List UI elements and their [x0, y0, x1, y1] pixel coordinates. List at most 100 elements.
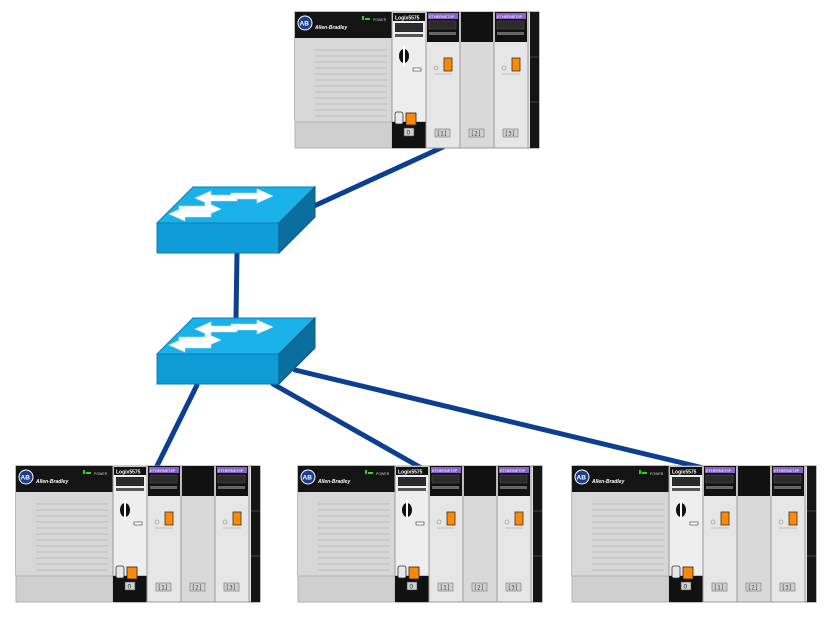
- module-display: [773, 474, 802, 484]
- keyswitch-slot: [406, 500, 408, 520]
- controller-module: Logix5575 0: [391, 11, 427, 148]
- battery-icon: [126, 566, 138, 580]
- power-led-bar: [368, 472, 373, 474]
- controller-name: Logix5575: [672, 470, 697, 476]
- display-segments: [398, 477, 426, 486]
- ethernet-tag: [431, 467, 461, 473]
- switch-side-face: [278, 185, 316, 255]
- power-supply-footer: [294, 121, 393, 149]
- power-supply-footer: [15, 575, 114, 603]
- arrow-left-icon: [194, 321, 238, 337]
- power-supply-footer: [297, 575, 396, 603]
- io-module-slot-1[interactable]: ETHERNET/IP[1]: [425, 11, 461, 149]
- io-module-slot-2[interactable]: [2]: [736, 465, 772, 603]
- controller-module: Logix5575 0: [112, 465, 148, 602]
- sd-card-icon: [671, 565, 681, 579]
- battery-icon: [408, 566, 420, 580]
- arrow-left-icon: [194, 190, 238, 206]
- io-module-slot-2[interactable]: [2]: [462, 465, 498, 603]
- ethernet-tag: [773, 467, 803, 473]
- battery-icon: [682, 566, 694, 580]
- slot-label: [3]: [505, 131, 516, 138]
- controller-name: Logix5575: [395, 16, 420, 22]
- slot-0-badge: [403, 127, 415, 137]
- module-leds: [150, 486, 177, 489]
- io-module-slot-3[interactable]: ETHERNET/IP[3]: [770, 465, 806, 603]
- module-header: [461, 12, 493, 42]
- brand-logo-text: AB: [577, 475, 587, 482]
- io-module-slot-2[interactable]: [2]: [180, 465, 216, 603]
- controller-name: Logix5575: [116, 470, 141, 476]
- slot-label: [2]: [474, 585, 485, 592]
- io-module-slot-3[interactable]: ETHERNET/IP[3]: [496, 465, 532, 603]
- end-cap: [533, 466, 542, 602]
- ethernet-port-icon: [511, 57, 521, 72]
- power-label: POWER: [373, 18, 387, 22]
- io-module-slot-1[interactable]: ETHERNET/IP[1]: [702, 465, 738, 603]
- io-module-slot-2[interactable]: [2]: [459, 11, 495, 149]
- ethernet-tag: [496, 13, 526, 19]
- ethernet-port-icon: [720, 511, 730, 526]
- module-leds: [500, 486, 527, 489]
- slot-0-label: 0: [128, 584, 132, 591]
- module-display: [431, 474, 460, 484]
- module-tag: ETHERNET/IP: [497, 15, 523, 19]
- switch-side-face: [278, 316, 316, 386]
- keyswitch-slot: [124, 500, 126, 520]
- slot-badge: [745, 582, 762, 592]
- power-led-icon: [362, 16, 364, 20]
- slot-0-label: 0: [407, 130, 411, 137]
- brand-name: Allen-Bradley: [317, 479, 350, 485]
- module-tag: ETHERNET/IP: [429, 15, 455, 19]
- network-switch-icon: [168, 188, 274, 222]
- io-module-slot-1[interactable]: ETHERNET/IP[1]: [428, 465, 464, 603]
- status-leds: [395, 34, 423, 37]
- slot-badge: [437, 582, 454, 592]
- ethernet-port-icon: [514, 511, 524, 526]
- ethernet-tag: [428, 13, 458, 19]
- ethernet-tag: [149, 467, 179, 473]
- arrow-left-icon: [168, 206, 212, 222]
- ethernet-port-icon: [164, 511, 174, 526]
- module-display: [496, 20, 525, 30]
- slot-0-badge: [406, 581, 418, 591]
- module-leds: [429, 32, 456, 35]
- port-icon: [415, 521, 425, 526]
- ethernet-port-icon: [446, 511, 456, 526]
- ethernet-port-icon: [443, 57, 453, 72]
- lower-switch[interactable]: [155, 316, 317, 386]
- allen-bradley-logo: [300, 469, 316, 485]
- slot-badge: [155, 582, 172, 592]
- brand-name: Allen-Bradley: [35, 479, 68, 485]
- module-display: [705, 474, 734, 484]
- slot-0-badge: [124, 581, 136, 591]
- slot-badge: [189, 582, 206, 592]
- switch-layer: [155, 185, 317, 386]
- allen-bradley-logo: [574, 469, 590, 485]
- end-cap: [807, 466, 816, 602]
- module-display: [217, 474, 246, 484]
- network-link: [292, 367, 715, 473]
- controller-name-plate: [670, 467, 702, 475]
- slot-badge: [505, 582, 522, 592]
- ethernet-tag: [499, 467, 529, 473]
- slot-badge: [471, 582, 488, 592]
- upper-switch[interactable]: [155, 185, 317, 255]
- status-indicator-icon: [436, 519, 442, 525]
- sd-card-icon: [394, 111, 404, 125]
- io-module-slot-3[interactable]: ETHERNET/IP [3]: [493, 11, 529, 149]
- module-leds: [774, 486, 801, 489]
- slot-label: [2]: [192, 585, 203, 592]
- sd-card-icon: [397, 565, 407, 579]
- io-module-slot-3[interactable]: ETHERNET/IP[3]: [214, 465, 250, 603]
- io-module-slot-1[interactable]: ETHERNET/IP[1]: [146, 465, 182, 603]
